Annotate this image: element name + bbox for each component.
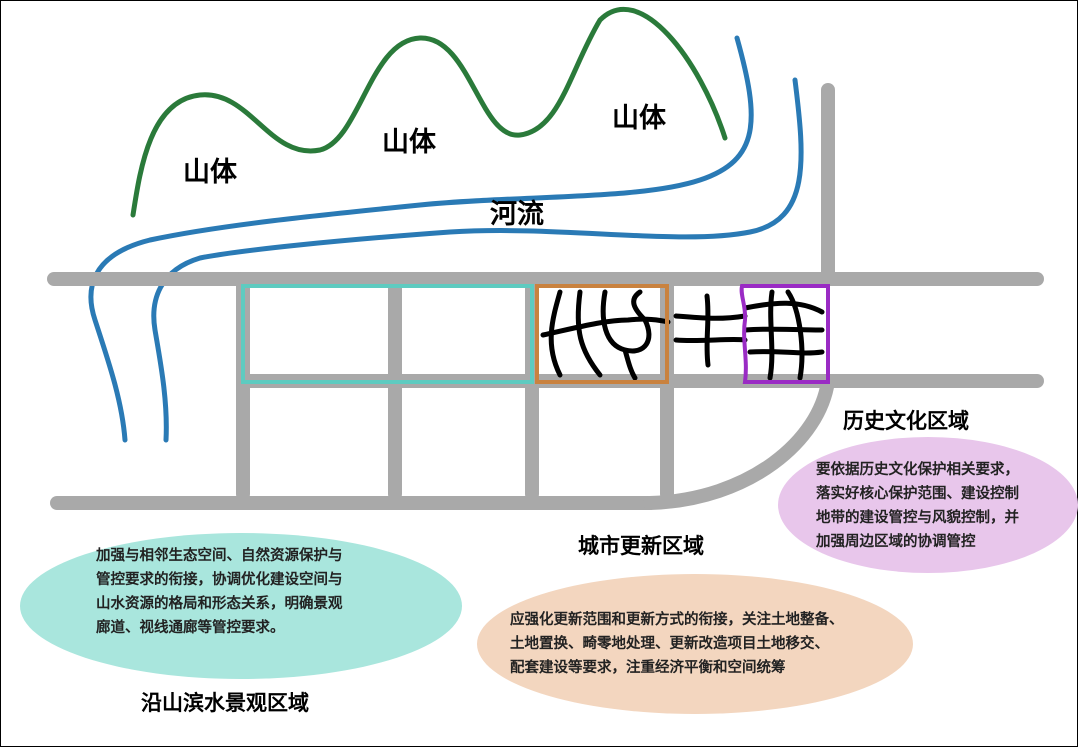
landscape-note-ellipse	[20, 533, 462, 679]
landscape-note-line: 山水资源的格局和形态关系，明确景观	[96, 596, 343, 612]
historic-note-line: 地带的建设管控与风貌控制，并	[816, 510, 1019, 526]
renewal-note-line: 土地置换、畸零地处理、更新改造项目土地移交、	[510, 636, 829, 652]
landscape-note-line: 廊道、视线通廊等管控要求。	[96, 620, 285, 636]
mountain-label-3: 山体	[612, 103, 666, 134]
river-bank-upper	[88, 35, 754, 443]
renewal-zone-title: 城市更新区域	[578, 534, 704, 558]
mountain-label-1: 山体	[183, 157, 237, 188]
river-bank-lower	[151, 77, 804, 443]
river-label: 河流	[490, 199, 544, 230]
renewal-note-line: 应强化更新范围和更新方式的衔接，关注土地整备、	[510, 612, 844, 628]
historic-note-line: 加强周边区域的协调管控	[816, 534, 976, 550]
renewal-note-text: 应强化更新范围和更新方式的衔接，关注土地整备、 土地置换、畸零地处理、更新改造项…	[510, 608, 844, 680]
landscape-note-line: 管控要求的衔接，协调优化建设空间与	[96, 572, 343, 588]
renewal-zone-box	[535, 284, 669, 384]
landscape-note-line: 加强与相邻生态空间、自然资源保护与	[96, 548, 343, 564]
historic-note-line: 落实好核心保护范围、建设控制	[816, 486, 1019, 502]
landscape-zone-title: 沿山滨水景观区域	[141, 691, 309, 715]
landscape-zone-box	[241, 284, 534, 384]
mountain-label-2: 山体	[382, 127, 436, 158]
landscape-note-text: 加强与相邻生态空间、自然资源保护与 管控要求的衔接，协调优化建设空间与 山水资源…	[96, 544, 343, 640]
renewal-note-line: 配套建设等要求，注重经济平衡和空间统筹	[510, 660, 786, 676]
historic-note-line: 要依据历史文化保护相关要求，	[816, 462, 1019, 478]
historic-street-pattern	[540, 289, 825, 381]
historic-note-ellipse	[778, 437, 1078, 573]
historic-zone-title: 历史文化区域	[843, 409, 969, 433]
historic-note-text: 要依据历史文化保护相关要求， 落实好核心保护范围、建设控制 地带的建设管控与风貌…	[816, 458, 1019, 554]
mountain-ridge-line	[130, 6, 728, 218]
historic-zone-box	[739, 284, 830, 384]
renewal-note-ellipse	[477, 574, 913, 714]
